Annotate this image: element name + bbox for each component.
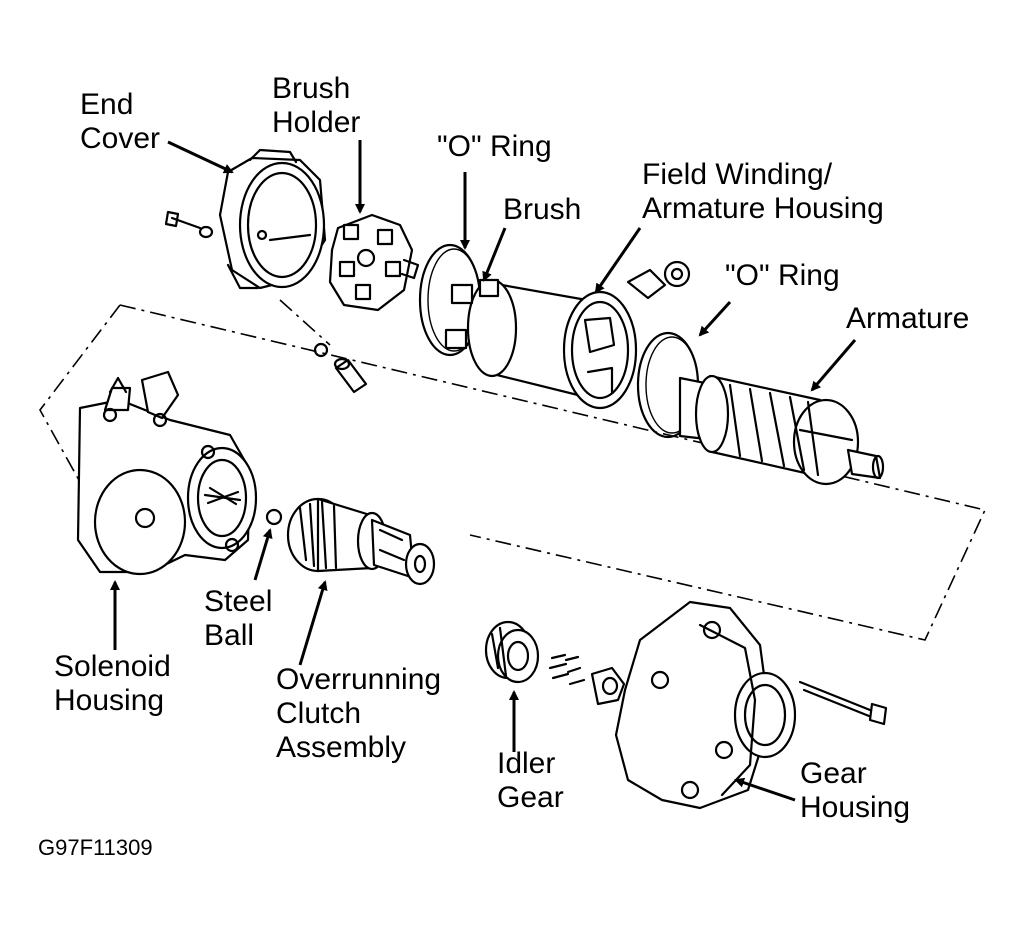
label-idler-gear-line1: Idler	[497, 747, 556, 780]
label-field-winding: Field Winding/ Armature Housing	[642, 158, 884, 226]
end-cover-part	[164, 148, 327, 290]
brush-holder-part	[328, 213, 420, 312]
label-field-winding-line1: Field Winding/	[642, 158, 833, 191]
label-overrunning-clutch-line1: Overrunning	[276, 663, 442, 696]
label-steel-ball-line1: Steel	[204, 585, 273, 618]
label-overrunning-clutch: Overrunning Clutch Assembly	[276, 663, 441, 765]
gear-housing-part	[614, 600, 888, 810]
field-winding-housing-part	[444, 260, 691, 410]
label-brush-holder-line2: Holder	[272, 106, 361, 139]
label-overrunning-clutch-line2: Clutch	[276, 697, 362, 730]
label-steel-ball: Steel Ball	[204, 585, 272, 653]
label-solenoid-housing-line1: Solenoid	[54, 650, 171, 683]
idler-bearing-part	[548, 653, 626, 706]
label-armature: Armature	[846, 302, 970, 335]
figure-code: G97F11309	[38, 835, 153, 860]
label-o-ring-top: "O" Ring	[437, 130, 552, 163]
label-idler-gear-line2: Gear	[497, 781, 564, 814]
solenoid-housing-part	[76, 370, 258, 576]
label-field-winding-line2: Armature Housing	[642, 192, 884, 225]
assembly-axis-line	[39, 299, 987, 641]
label-solenoid-housing-line2: Housing	[54, 684, 165, 717]
label-overrunning-clutch-line3: Assembly	[276, 731, 407, 764]
overrunning-clutch-part	[286, 497, 436, 586]
label-end-cover-line2: Cover	[80, 122, 161, 155]
steel-ball-part	[265, 508, 283, 526]
label-end-cover-line1: End	[80, 88, 134, 121]
idler-gear-part	[484, 620, 540, 684]
label-brush-holder-line1: Brush	[272, 72, 351, 105]
label-idler-gear: Idler Gear	[497, 747, 564, 815]
callout-arrows	[110, 140, 857, 802]
label-gear-housing-line2: Housing	[800, 791, 911, 824]
label-end-cover: End Cover	[80, 88, 160, 156]
label-brush-holder: Brush Holder	[272, 72, 360, 140]
armature-part	[678, 374, 885, 486]
label-o-ring-right: "O" Ring	[725, 259, 840, 292]
small-hardware	[313, 342, 368, 394]
label-gear-housing: Gear Housing	[800, 757, 910, 825]
label-gear-housing-line1: Gear	[800, 757, 867, 790]
label-brush: Brush	[503, 193, 582, 226]
label-solenoid-housing: Solenoid Housing	[54, 650, 171, 718]
label-steel-ball-line2: Ball	[204, 619, 255, 652]
